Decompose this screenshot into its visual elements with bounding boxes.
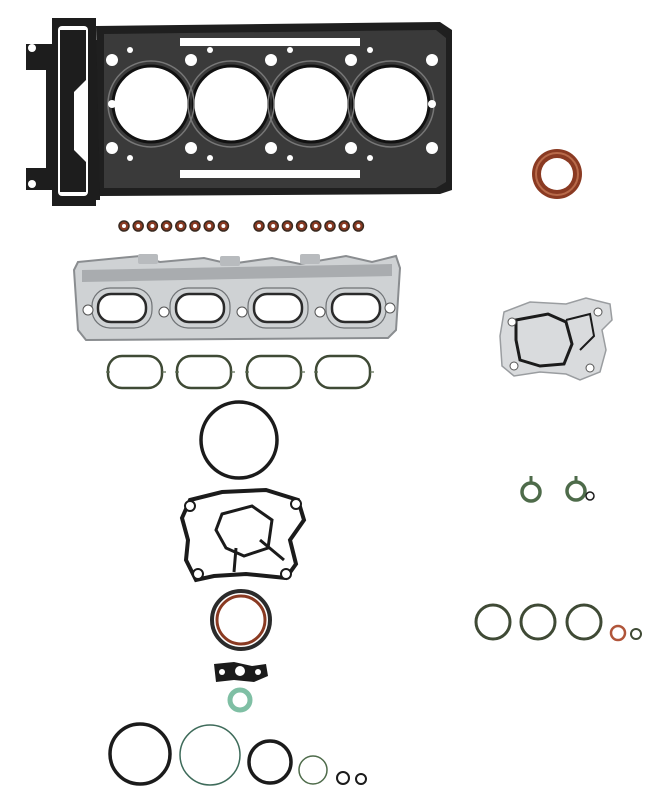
valve-stem-seal-bore	[164, 224, 169, 228]
valve-stem-seal-bore	[313, 224, 318, 228]
valve-stem-seal-bore	[207, 224, 212, 228]
o-rings	[108, 476, 642, 786]
intake-manifold-gaskets	[106, 354, 374, 390]
valve-stem-seal-bore	[178, 224, 183, 228]
oil-cooler-gasket	[499, 297, 613, 381]
cylinder-head-gasket	[26, 18, 452, 206]
exhaust-manifold-gasket	[72, 254, 402, 342]
valve-stem-seal-bore	[285, 224, 290, 228]
small-flange-gasket	[214, 662, 268, 682]
timing-cover-gasket	[179, 487, 307, 583]
valve-stem-seal-bore	[271, 224, 276, 228]
valve-stem-seals	[118, 220, 365, 232]
valve-stem-seal-bore	[136, 224, 141, 228]
crankshaft-front-seal	[532, 149, 582, 199]
valve-stem-seal-bore	[257, 224, 261, 228]
crankshaft-rear-seal	[210, 589, 272, 651]
valve-stem-seal-bore	[299, 224, 304, 228]
valve-stem-seal-bore	[342, 224, 347, 228]
valve-stem-seal-bore	[122, 224, 126, 228]
throttle-body-ring	[199, 400, 279, 480]
valve-stem-seal-bore	[356, 224, 361, 228]
valve-stem-seal-bore	[150, 224, 155, 228]
valve-stem-seal-bore	[193, 224, 197, 228]
valve-stem-seal-bore	[221, 224, 226, 228]
valve-stem-seal-bore	[328, 224, 332, 228]
